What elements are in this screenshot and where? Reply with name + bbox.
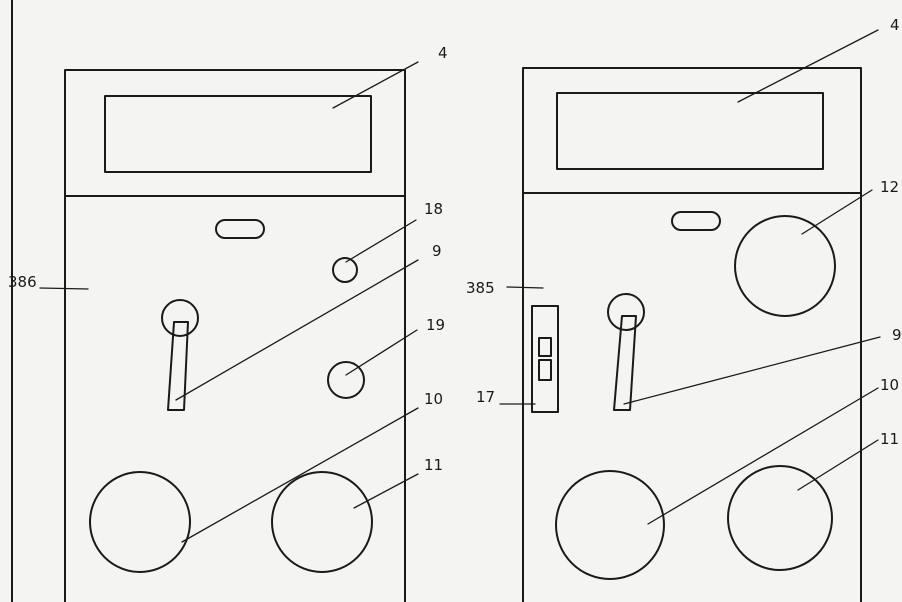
right-dial-12 — [734, 215, 836, 317]
right-device — [522, 67, 862, 602]
label-left-9: 9 — [432, 242, 442, 260]
left-dial-10 — [89, 471, 191, 573]
leader-left-11 — [353, 473, 419, 509]
left-slot-opening — [215, 219, 265, 239]
left-button-19 — [327, 361, 365, 399]
right-slide-switch-lower-window — [538, 359, 552, 381]
left-dial-11 — [271, 471, 373, 573]
label-left-11: 11 — [424, 456, 443, 474]
left-device — [64, 69, 406, 602]
label-left-4: 4 — [438, 44, 448, 62]
leader-left-9 — [175, 259, 419, 401]
label-left-10: 10 — [424, 390, 443, 408]
leader-left-4 — [332, 61, 419, 109]
label-left-386: 386 — [8, 273, 37, 291]
left-leader-lines — [39, 61, 419, 543]
label-left-19: 19 — [426, 316, 445, 334]
right-display-window — [556, 92, 824, 170]
label-right-17: 17 — [476, 388, 495, 406]
leader-left-19 — [345, 329, 418, 376]
right-lever-handle — [613, 315, 637, 411]
label-right-4: 4 — [890, 16, 900, 34]
leader-right-11 — [797, 439, 879, 491]
label-right-9: 9 — [892, 326, 902, 344]
left-lever-pivot — [161, 299, 199, 337]
label-right-11: 11 — [880, 430, 899, 448]
leader-right-385 — [506, 286, 544, 289]
leader-left-386 — [39, 287, 89, 290]
right-dial-11 — [727, 465, 833, 571]
leader-right-9 — [623, 336, 881, 405]
right-slot-opening — [671, 211, 721, 231]
right-dial-10 — [555, 470, 665, 580]
right-slide-switch-upper-window — [538, 337, 552, 357]
left-display-window — [104, 95, 372, 173]
left-button-18 — [332, 257, 358, 283]
right-lever-pivot — [607, 293, 645, 331]
leader-left-10 — [181, 407, 419, 543]
label-right-10: 10 — [880, 376, 899, 394]
right-slide-switch-17 — [531, 305, 559, 413]
right-leader-lines — [499, 29, 881, 525]
leader-right-4 — [737, 29, 879, 103]
label-right-385: 385 — [466, 279, 495, 297]
left-device-housing — [64, 69, 406, 602]
leader-right-12 — [801, 189, 873, 235]
leader-left-18 — [345, 219, 417, 263]
label-left-18: 18 — [424, 200, 443, 218]
leader-right-10 — [647, 387, 879, 525]
right-device-housing — [522, 67, 862, 602]
label-right-12: 12 — [880, 178, 899, 196]
left-lever-handle — [167, 321, 189, 411]
